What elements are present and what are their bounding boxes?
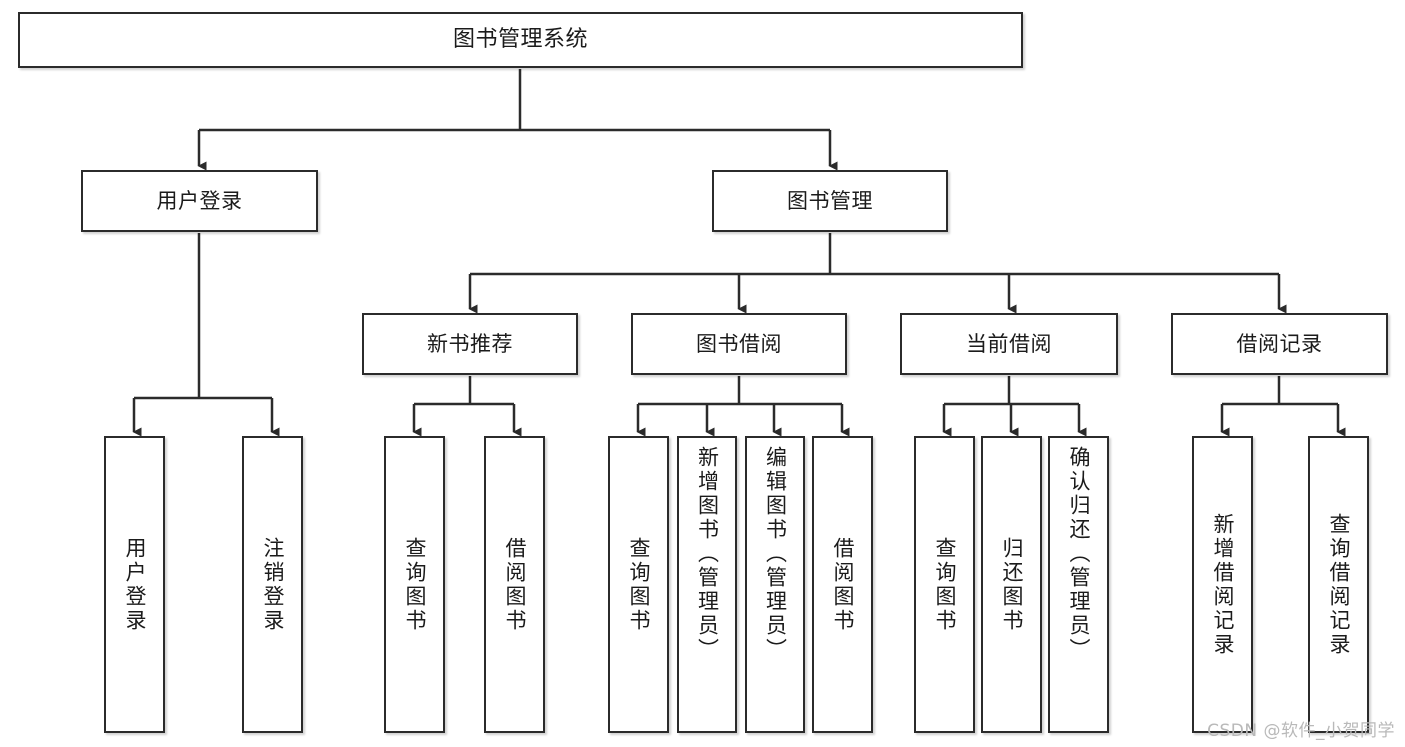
leaf-current-return[interactable]: 归还图书 — [981, 436, 1042, 733]
node-label: 查询借阅记录 — [1327, 512, 1351, 657]
leaf-record-query[interactable]: 查询借阅记录 — [1308, 436, 1369, 733]
leaf-current-confirm-return-admin[interactable]: 确认归还（管理员） — [1048, 436, 1109, 733]
leaf-borrow-book[interactable]: 借阅图书 — [812, 436, 873, 733]
node-new-book-recommend[interactable]: 新书推荐 — [362, 313, 578, 375]
leaf-current-query[interactable]: 查询图书 — [914, 436, 975, 733]
node-label: 新书推荐 — [427, 331, 513, 356]
node-label: 新增借阅记录 — [1211, 512, 1235, 657]
node-borrow-record[interactable]: 借阅记录 — [1171, 313, 1388, 375]
node-label: 当前借阅 — [966, 331, 1052, 356]
node-root-system[interactable]: 图书管理系统 — [18, 12, 1023, 68]
node-label: 归还图书 — [1000, 536, 1024, 633]
leaf-borrow-query[interactable]: 查询图书 — [608, 436, 669, 733]
node-user-login[interactable]: 用户登录 — [81, 170, 318, 232]
node-label: 查询图书 — [627, 536, 651, 633]
leaf-newbook-query[interactable]: 查询图书 — [384, 436, 445, 733]
node-current-borrow[interactable]: 当前借阅 — [900, 313, 1118, 375]
node-label: 编辑图书（管理员） — [763, 446, 788, 662]
leaf-newbook-borrow[interactable]: 借阅图书 — [484, 436, 545, 733]
node-label: 用户登录 — [156, 188, 243, 213]
node-label: 图书管理系统 — [452, 27, 588, 53]
node-label: 注销登录 — [261, 536, 285, 633]
leaf-record-add[interactable]: 新增借阅记录 — [1192, 436, 1253, 733]
leaf-borrow-edit-admin[interactable]: 编辑图书（管理员） — [745, 436, 805, 733]
node-label: 新增图书（管理员） — [695, 446, 720, 662]
node-label: 用户登录 — [123, 536, 147, 633]
node-label: 借阅记录 — [1236, 331, 1323, 356]
leaf-borrow-add-admin[interactable]: 新增图书（管理员） — [677, 436, 737, 733]
node-label: 图书借阅 — [696, 331, 782, 356]
node-book-borrow[interactable]: 图书借阅 — [631, 313, 847, 375]
watermark-text: CSDN @软件_小贺同学 — [1207, 721, 1395, 741]
node-label: 图书管理 — [787, 188, 873, 213]
node-label: 借阅图书 — [503, 536, 527, 633]
node-label: 查询图书 — [933, 536, 957, 633]
node-book-management[interactable]: 图书管理 — [712, 170, 948, 232]
leaf-user-login[interactable]: 用户登录 — [104, 436, 165, 733]
node-label: 确认归还（管理员） — [1067, 446, 1091, 662]
node-label: 借阅图书 — [831, 536, 855, 633]
node-label: 查询图书 — [403, 536, 427, 633]
leaf-user-logout[interactable]: 注销登录 — [242, 436, 303, 733]
